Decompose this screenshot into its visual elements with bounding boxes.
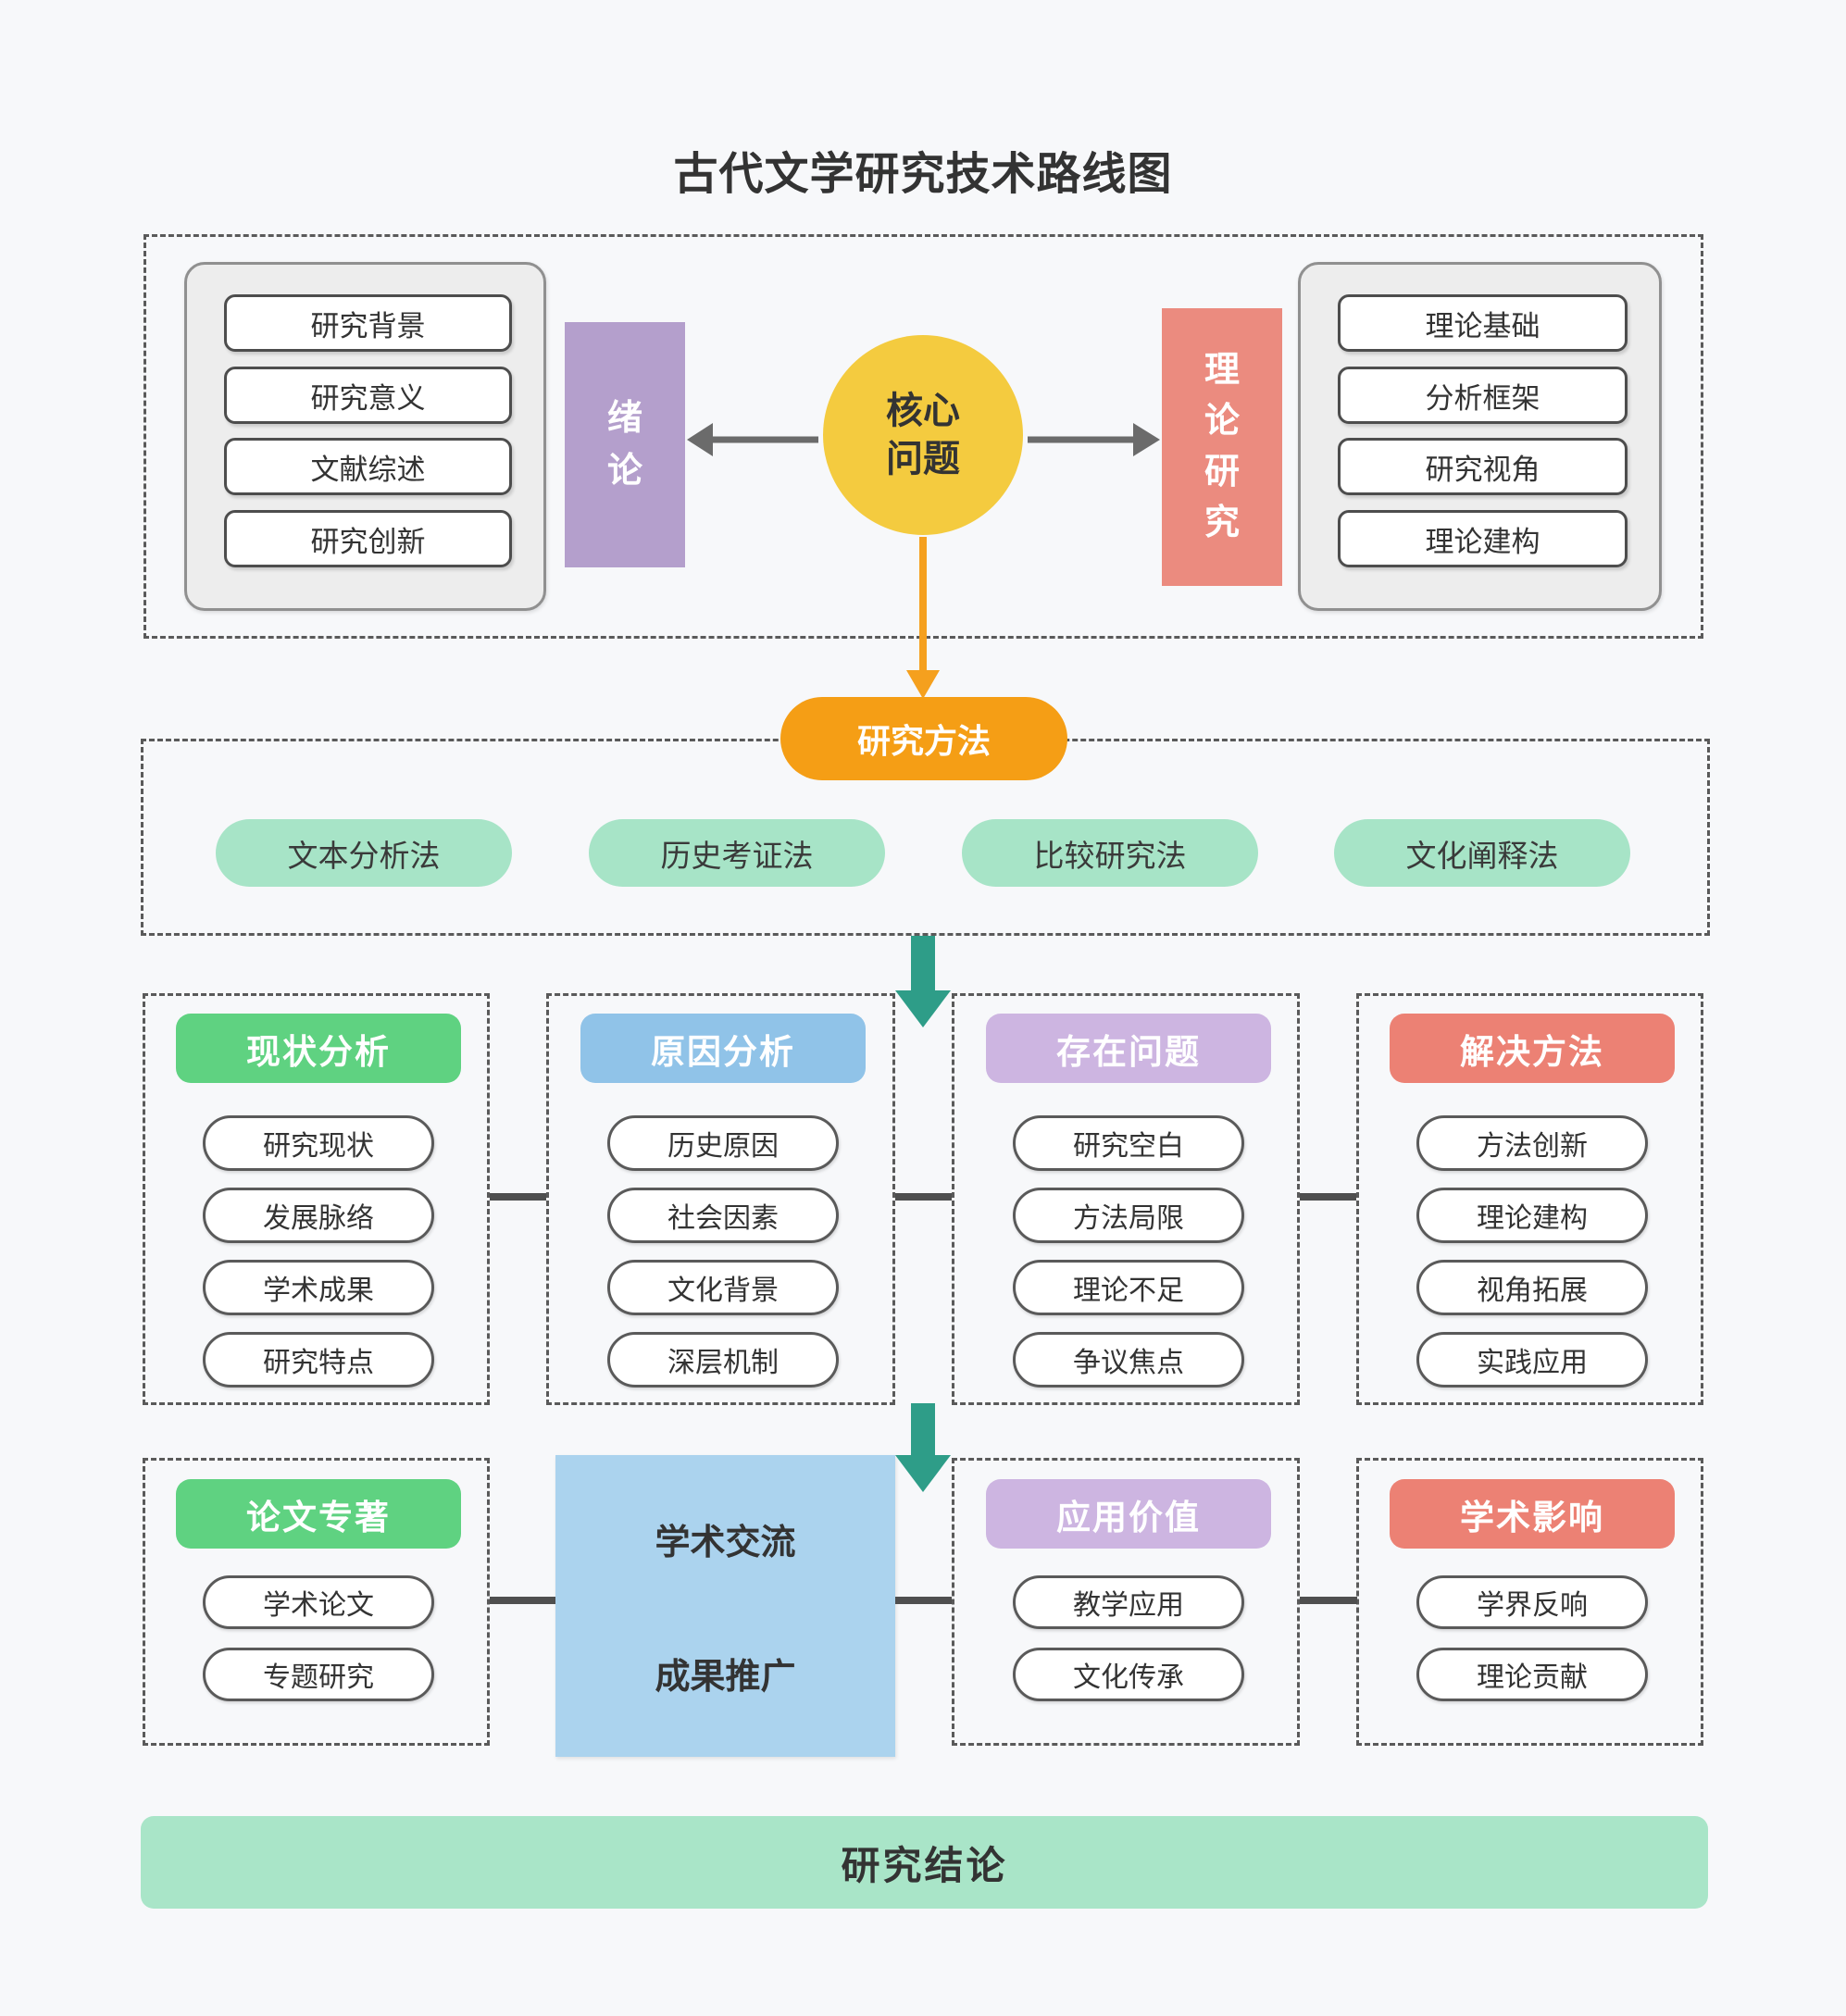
block-arrow-down-icon: [895, 936, 951, 1027]
node-label-line: 问题: [886, 439, 960, 479]
section-header-application: 应用价值: [986, 1479, 1271, 1549]
node-label: 研究视角: [1425, 453, 1540, 486]
node-intro-item: 研究背景: [224, 294, 512, 352]
block-arrow-down-icon: [895, 1403, 951, 1492]
node-label-char: 究: [1204, 504, 1240, 543]
node-analysis-item: 学术成果: [203, 1260, 434, 1315]
node-label-char: 研: [1204, 453, 1240, 492]
analysis-problem-frame: 存在问题 研究空白 方法局限 理论不足 争议焦点: [952, 993, 1300, 1405]
node-label-char: 理: [1204, 350, 1240, 390]
node-analysis-item: 研究特点: [203, 1332, 434, 1388]
node-label-line: 学术交流: [655, 1524, 796, 1562]
node-analysis-item: 研究空白: [1013, 1115, 1244, 1171]
node-method: 历史考证法: [589, 819, 885, 887]
section-header-cause: 原因分析: [580, 1014, 866, 1083]
theory-items-group: 理论基础 分析框架 研究视角 理论建构: [1298, 262, 1662, 611]
analysis-status-frame: 现状分析 研究现状 发展脉络 学术成果 研究特点: [143, 993, 490, 1405]
section-header-status: 现状分析: [176, 1014, 461, 1083]
node-intro-item: 研究创新: [224, 510, 512, 567]
node-analysis-item: 研究现状: [203, 1115, 434, 1171]
node-theory-item: 研究视角: [1338, 438, 1628, 495]
node-theory-item: 理论建构: [1338, 510, 1628, 567]
node-introduction: 绪 论: [565, 322, 685, 567]
node-method: 文化阐释法: [1334, 819, 1630, 887]
node-label: 研究创新: [310, 525, 426, 558]
node-analysis-item: 视角拓展: [1416, 1260, 1648, 1315]
outputs-application-frame: 应用价值 教学应用 文化传承: [952, 1458, 1300, 1746]
node-analysis-item: 实践应用: [1416, 1332, 1648, 1388]
node-analysis-item: 方法局限: [1013, 1188, 1244, 1243]
outputs-papers-frame: 论文专著 学术论文 专题研究: [143, 1458, 490, 1746]
node-output-item: 教学应用: [1013, 1575, 1244, 1629]
node-method: 比较研究法: [962, 819, 1258, 887]
node-label-line: 核心: [886, 391, 960, 431]
node-output-item: 学界反响: [1416, 1575, 1648, 1629]
node-academic-exchange: 学术交流 成果推广: [555, 1455, 895, 1757]
node-label: 研究背景: [310, 309, 426, 342]
node-label: 文献综述: [310, 453, 426, 486]
outputs-impact-frame: 学术影响 学界反响 理论贡献: [1356, 1458, 1703, 1746]
node-intro-item: 研究意义: [224, 367, 512, 424]
section-header-papers: 论文专著: [176, 1479, 461, 1549]
node-theory-item: 理论基础: [1338, 294, 1628, 352]
analysis-cause-frame: 原因分析 历史原因 社会因素 文化背景 深层机制: [546, 993, 895, 1405]
node-theory-item: 分析框架: [1338, 367, 1628, 424]
analysis-solution-frame: 解决方法 方法创新 理论建构 视角拓展 实践应用: [1356, 993, 1703, 1405]
node-label-char: 绪: [606, 398, 642, 438]
node-label: 理论基础: [1425, 309, 1540, 342]
node-research-methods: 研究方法: [780, 697, 1067, 780]
node-conclusion: 研究结论: [141, 1816, 1708, 1909]
node-core-question: 核心 问题: [823, 335, 1023, 535]
node-label: 研究意义: [310, 381, 426, 415]
diagram-title: 古代文学研究技术路线图: [673, 150, 1173, 199]
node-analysis-item: 发展脉络: [203, 1188, 434, 1243]
node-analysis-item: 方法创新: [1416, 1115, 1648, 1171]
node-label-char: 论: [1204, 401, 1240, 441]
node-label: 理论建构: [1425, 525, 1540, 558]
node-analysis-item: 争议焦点: [1013, 1332, 1244, 1388]
intro-items-group: 研究背景 研究意义 文献综述 研究创新: [184, 262, 546, 611]
node-analysis-item: 深层机制: [607, 1332, 839, 1388]
node-theory-research: 理 论 研 究: [1162, 308, 1282, 586]
node-analysis-item: 理论建构: [1416, 1188, 1648, 1243]
node-method: 文本分析法: [216, 819, 512, 887]
node-analysis-item: 理论不足: [1013, 1260, 1244, 1315]
node-label: 分析框架: [1425, 381, 1540, 415]
section-header-solution: 解决方法: [1390, 1014, 1675, 1083]
node-analysis-item: 历史原因: [607, 1115, 839, 1171]
node-analysis-item: 文化背景: [607, 1260, 839, 1315]
node-intro-item: 文献综述: [224, 438, 512, 495]
node-label-char: 论: [606, 451, 642, 491]
node-label-line: 成果推广: [655, 1658, 796, 1697]
node-analysis-item: 社会因素: [607, 1188, 839, 1243]
node-output-item: 学术论文: [203, 1575, 434, 1629]
node-output-item: 专题研究: [203, 1648, 434, 1701]
section-header-impact: 学术影响: [1390, 1479, 1675, 1549]
section-header-problem: 存在问题: [986, 1014, 1271, 1083]
node-output-item: 文化传承: [1013, 1648, 1244, 1701]
node-output-item: 理论贡献: [1416, 1648, 1648, 1701]
